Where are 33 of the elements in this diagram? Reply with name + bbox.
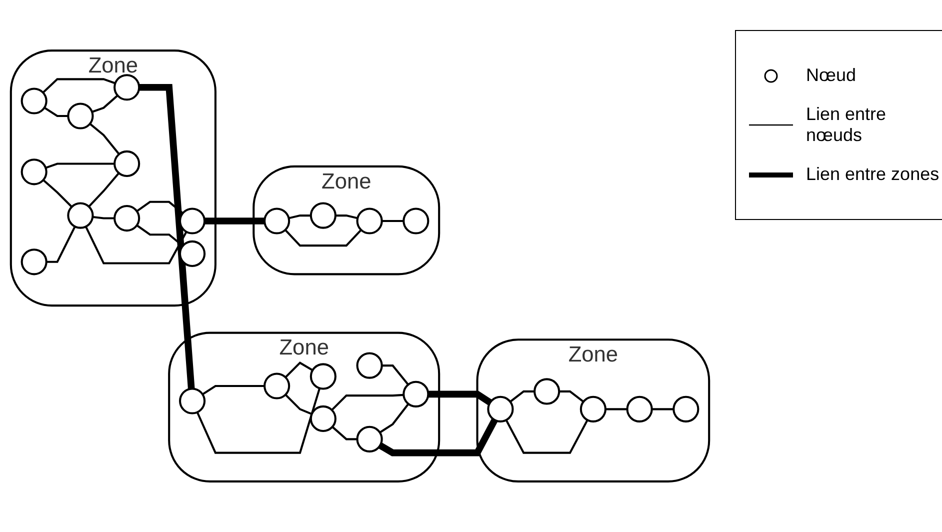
legend-label: Nœud	[806, 65, 856, 86]
cluster: Zone	[252, 165, 440, 276]
node-circle	[114, 150, 140, 178]
node-circle	[264, 372, 290, 400]
node-circle	[580, 396, 606, 422]
node-circle	[534, 378, 560, 405]
node-circle	[178, 388, 206, 414]
node-circle	[67, 102, 94, 130]
legend-label: Lien entre nœuds	[806, 104, 888, 146]
cluster: Zone	[476, 338, 710, 482]
node-circle	[356, 208, 383, 234]
node-circle	[356, 352, 383, 379]
node-circle	[402, 208, 430, 234]
node-circle	[20, 88, 48, 114]
node-circle	[114, 74, 140, 101]
node-circle	[310, 363, 336, 390]
cluster: Zone	[10, 50, 216, 307]
node-circle	[487, 396, 514, 422]
node-circle	[67, 202, 94, 229]
node-circle	[264, 208, 290, 234]
node-circle	[178, 208, 206, 234]
node-circle	[20, 158, 48, 186]
node-circle	[356, 426, 383, 452]
node-circle	[402, 380, 430, 408]
node-circle	[178, 240, 206, 268]
node-circle	[114, 204, 140, 232]
node-circle	[672, 396, 700, 422]
node-circle	[310, 405, 336, 432]
legend-label: Lien entre zones	[806, 164, 940, 185]
cluster: Zone	[168, 332, 440, 482]
node-circle	[310, 202, 336, 229]
node-circle	[626, 396, 653, 422]
node-circle	[20, 248, 48, 276]
